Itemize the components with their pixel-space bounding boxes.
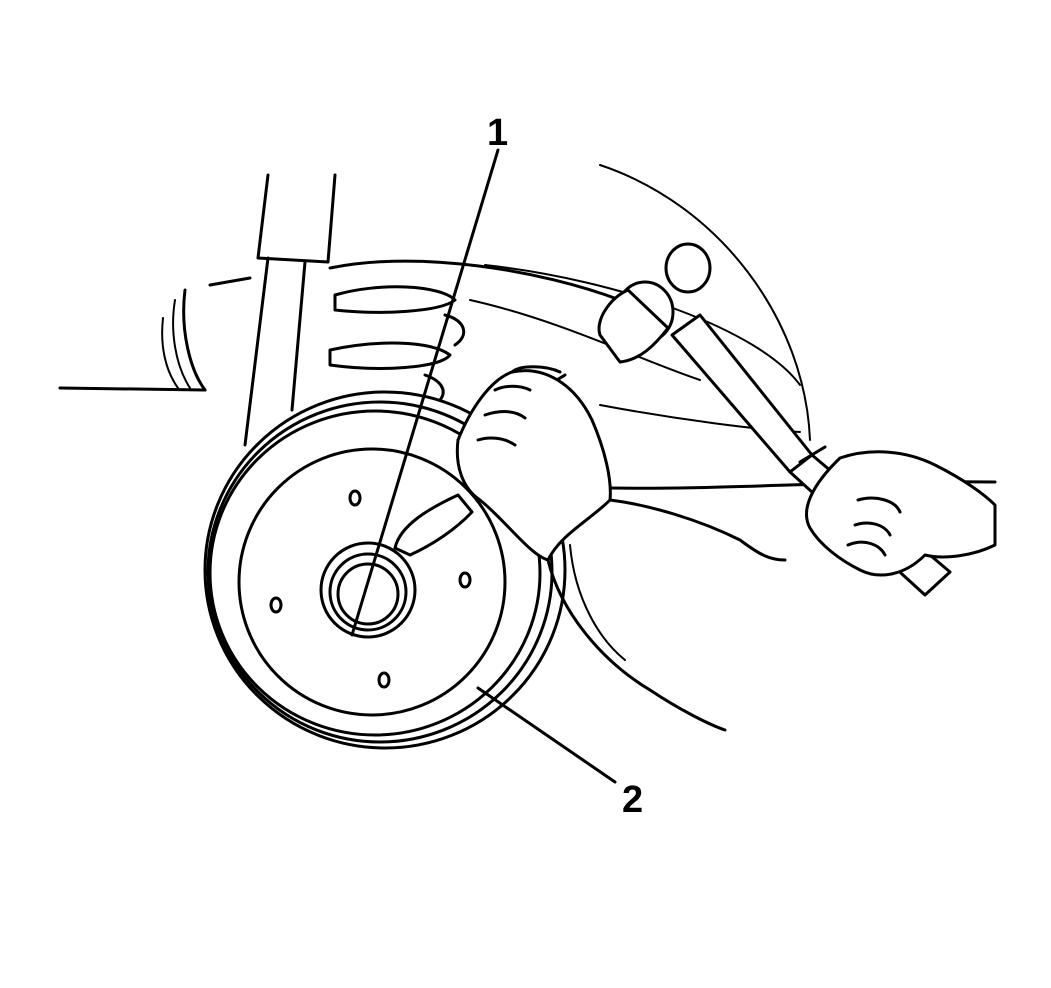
lug-hole (458, 571, 472, 589)
callout-1-label: 1 (487, 112, 508, 154)
callout-leaders (350, 148, 617, 784)
lug-hole (269, 596, 283, 614)
callout-2-label: 2 (622, 779, 643, 821)
right-hand (805, 450, 997, 577)
coil-spring (328, 285, 466, 402)
lug-hole (377, 671, 391, 689)
brake-drum (203, 390, 567, 750)
shock-absorber (243, 173, 337, 447)
callout-1-leader (350, 148, 500, 637)
vehicle-body (58, 259, 622, 392)
hub-seal (319, 541, 417, 639)
left-hand (455, 365, 787, 732)
lug-hole (348, 489, 362, 507)
callout-2-leader (476, 686, 617, 784)
